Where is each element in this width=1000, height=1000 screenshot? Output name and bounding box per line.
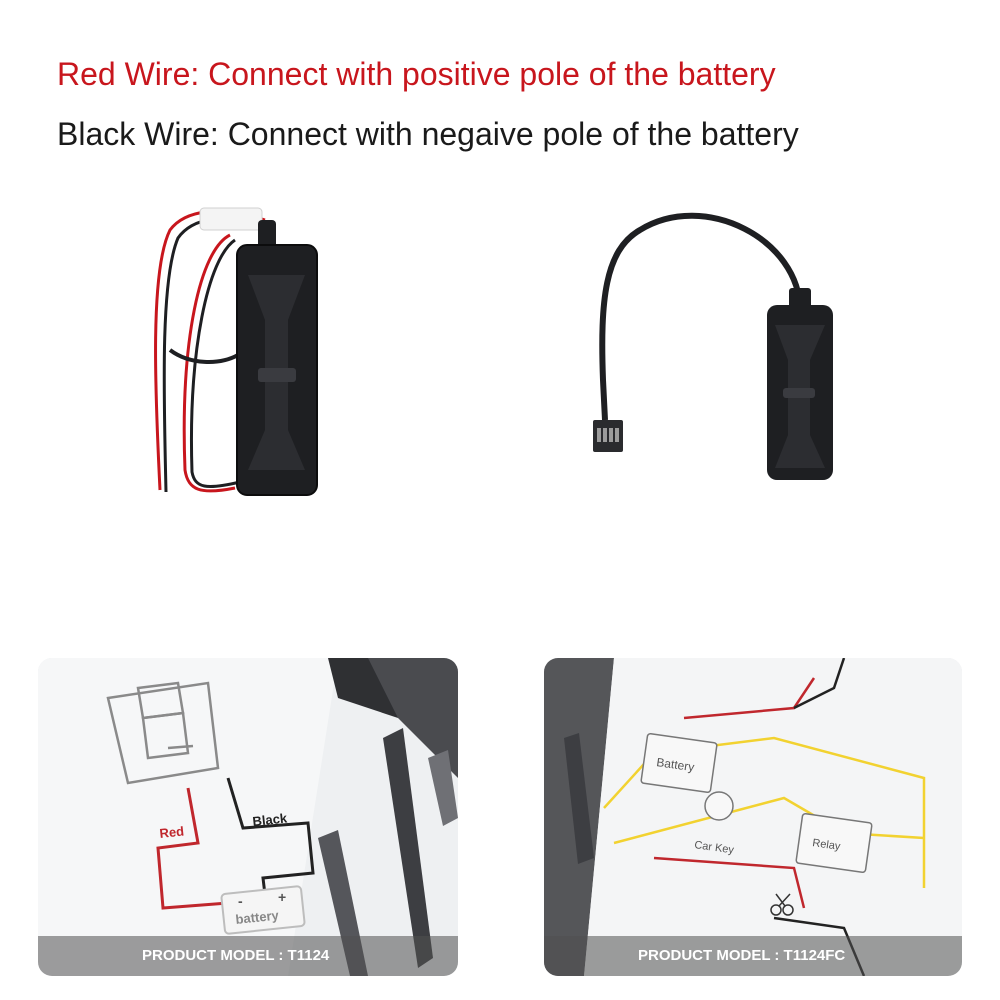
gps-tracker-connector-image — [593, 212, 833, 480]
wiring-diagram-t1124: Red Black - + battery — [38, 658, 458, 976]
svg-text:+: + — [278, 889, 286, 905]
instruction-red-wire: Red Wire: Connect with positive pole of … — [57, 56, 776, 92]
red-label: Red — [159, 823, 185, 840]
model-label: PRODUCT MODEL : T1124FC — [638, 947, 846, 964]
model-bar: PRODUCT MODEL : T1124FC — [544, 936, 962, 976]
car-key-label: Car Key — [694, 839, 736, 856]
black-wire-trace — [226, 777, 315, 904]
relay-label: Relay — [812, 837, 842, 853]
gps-tracker-wired-image — [154, 207, 318, 496]
battery-symbol: - + battery — [220, 885, 306, 935]
product-panel-t1124: Red Black - + battery PRODUCT MODEL : T1… — [38, 658, 458, 976]
product-panel-t1124fc: Battery Car Key Relay PRODUCT MODEL : T1… — [544, 658, 962, 976]
wiring-diagram-t1124fc: Battery Car Key Relay — [544, 658, 962, 976]
model-label: PRODUCT MODEL : T1124 — [142, 947, 330, 964]
battery-label: Battery — [656, 755, 696, 774]
pen-icon — [564, 733, 594, 864]
svg-text:-: - — [238, 893, 243, 909]
model-bar: PRODUCT MODEL : T1124 — [38, 936, 458, 976]
black-label: Black — [252, 810, 289, 829]
scissors-icon — [770, 893, 794, 916]
red-wire-trace — [156, 787, 229, 910]
instruction-black-wire: Black Wire: Connect with negaive pole of… — [57, 116, 799, 152]
svg-text:battery: battery — [235, 907, 280, 927]
